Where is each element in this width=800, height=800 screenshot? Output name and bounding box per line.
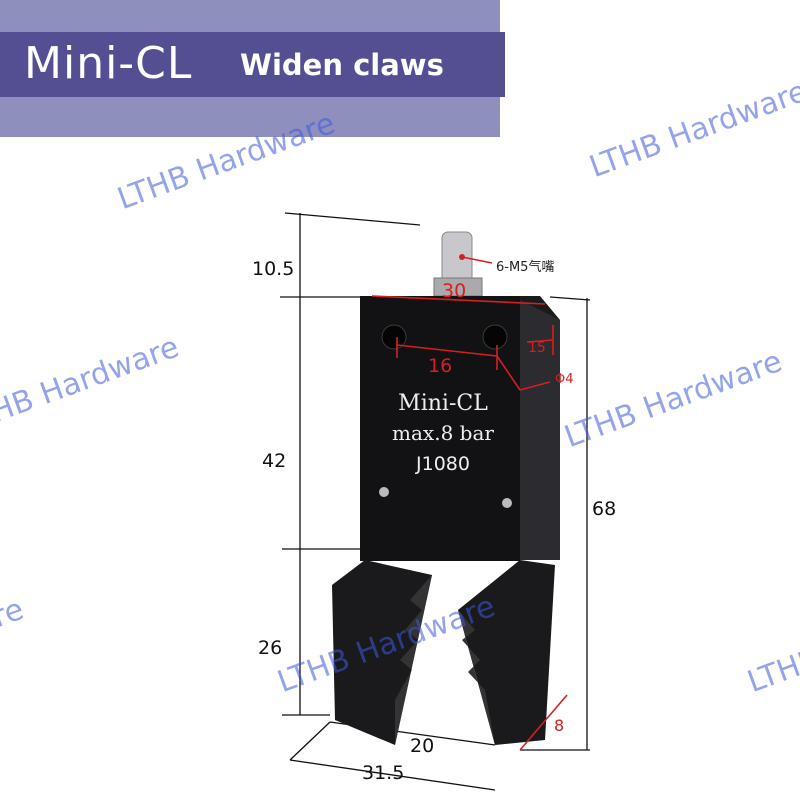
dim-top-height: 10.5	[252, 258, 295, 280]
product-title: Mini-CL	[24, 38, 193, 89]
dim-claw-thickness: 8	[554, 716, 565, 735]
dim-body-depth: 15	[528, 340, 546, 356]
dim-claw-width: 31.5	[362, 762, 405, 784]
dim-claw-height: 26	[258, 637, 283, 659]
header-title-bar	[0, 32, 505, 97]
label-model: Mini-CL	[398, 391, 488, 416]
red-dimension-lines	[371, 256, 568, 751]
dimension-lines	[280, 212, 591, 791]
product-subtitle: Widen claws	[240, 48, 444, 82]
dim-air-nozzle: 6-M5气嘴	[496, 260, 555, 275]
dim-hole-diameter: Φ4	[555, 372, 574, 387]
dim-total-height: 68	[592, 498, 617, 520]
label-pressure: max.8 bar	[392, 421, 494, 445]
label-code: J1080	[415, 453, 470, 475]
dim-claw-gap: 20	[410, 735, 435, 757]
dim-hole-spacing: 16	[428, 355, 453, 377]
dim-body-width: 30	[442, 280, 467, 302]
dim-body-height: 42	[262, 450, 287, 472]
